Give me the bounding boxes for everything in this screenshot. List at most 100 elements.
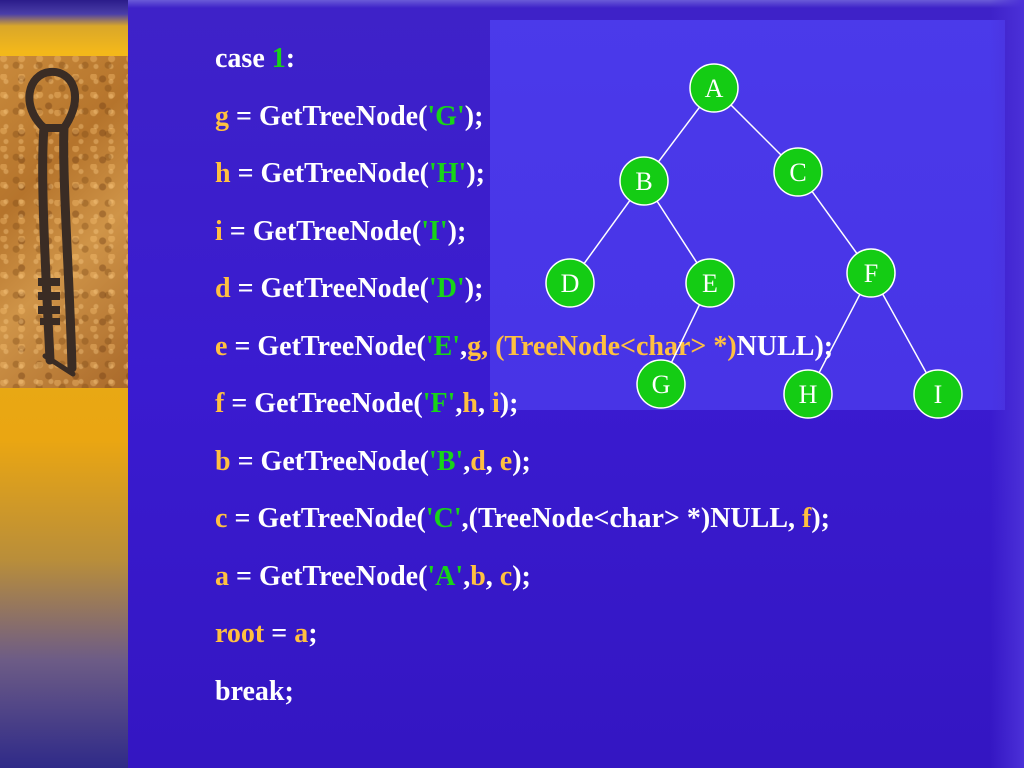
function-call: = GetTreeNode( [222,215,422,247]
function-call: = GetTreeNode( [227,503,426,534]
tree-node-e [685,258,735,308]
tree-edge-b-d [583,199,631,265]
punctuation: : [285,43,296,74]
tree-node-i [913,369,963,419]
punctuation: , [460,330,468,362]
char-literal: 'C' [425,503,462,534]
tree-node-label: I [934,380,943,409]
argument: b [470,560,486,592]
code-line-b: b = GetTreeNode('B',d, e); [215,433,833,491]
char-literal: 'G' [427,100,465,132]
tree-node-a [689,63,739,113]
char-literal: 'A' [427,560,464,592]
char-literal: 'I' [421,215,448,247]
punctuation: ); [464,100,484,132]
tree-edge-f-i [881,293,928,374]
code-line-a: a = GetTreeNode('A',b, c); [215,548,833,606]
punctuation: , [485,560,500,592]
code-line-root: root = a; [215,605,833,663]
variable-name: c [215,503,228,534]
variable-name: f [215,388,225,419]
slide-top-edge [128,0,1024,8]
variable-name: b [215,445,231,477]
char-literal: 'D' [428,273,465,304]
code-line-i: i = GetTreeNode('I'); [215,203,833,261]
tree-edge-e-g [670,304,701,363]
punctuation: , [463,445,471,477]
punctuation: ); [466,158,485,189]
tree-node-d [545,258,595,308]
code-block: case 1: g = GetTreeNode('G'); h = GetTre… [215,30,833,720]
tree-node-label: F [864,259,878,288]
punctuation: ); [811,503,830,534]
punctuation: , [485,445,500,477]
punctuation: ); [447,215,467,247]
tree-node-c [773,147,823,197]
function-call: = GetTreeNode( [230,273,429,304]
argument: g [467,330,482,362]
type-cast: ,(TreeNode<char> *)NULL, [461,503,802,534]
tree-node-label: E [702,269,718,298]
variable-name: g [215,100,229,132]
key-photo [0,56,128,388]
tree-background-panel [490,20,1005,410]
argument: a [294,618,309,649]
argument: d [470,445,486,477]
tree-edge-c-f [811,191,858,254]
code-line-break: break; [215,663,833,721]
punctuation: , [455,388,463,419]
tree-node-label: A [705,74,724,103]
variable-name: e [215,330,228,362]
punctuation: , [477,388,492,419]
char-literal: 'F' [422,388,456,419]
variable-name: root [215,618,265,649]
punctuation: ); [464,273,484,304]
key-icon [25,67,79,377]
char-literal: 'E' [425,330,461,362]
char-literal: 'H' [428,158,467,189]
variable-name: i [215,215,223,247]
tree-node-label: D [561,269,580,298]
code-line-e: e = GetTreeNode('E',g, (TreeNode<char> *… [215,318,833,376]
tree-edge-a-c [730,104,782,156]
assignment: = [264,618,295,649]
code-line-c: c = GetTreeNode('C',(TreeNode<char> *)NU… [215,490,833,548]
null-argument: NULL); [736,330,834,362]
slide-right-edge [990,0,1024,768]
argument: i [491,388,500,419]
punctuation: ); [512,560,531,592]
tree-node-label: C [789,158,806,187]
tree-edge-b-e [656,200,698,264]
argument: e [499,445,513,477]
argument: c [499,560,513,592]
punctuation: , [481,330,496,362]
punctuation: ); [499,388,519,419]
char-literal: 'B' [428,445,464,477]
argument: f [802,503,812,534]
code-line-g: g = GetTreeNode('G'); [215,88,833,146]
function-call: = GetTreeNode( [224,388,423,419]
tree-node-label: H [799,380,818,409]
punctuation: ); [512,445,531,477]
case-number: 1 [271,43,286,74]
tree-node-f [846,248,896,298]
type-cast: (TreeNode<char> *) [495,330,737,362]
code-line-d: d = GetTreeNode('D'); [215,260,833,318]
tree-node-b [619,156,669,206]
tree-node-g [636,359,686,409]
tree-node-label: B [635,167,652,196]
code-line-case: case 1: [215,30,833,88]
code-line-f: f = GetTreeNode('F',h, i); [215,375,833,433]
function-call: = GetTreeNode( [230,158,429,189]
tree-edge-f-h [818,293,861,374]
tree-edge-a-b [657,106,701,163]
variable-name: h [215,158,231,189]
punctuation: , [463,560,471,592]
break-keyword: break; [215,675,294,707]
function-call: = GetTreeNode( [229,100,428,132]
code-line-h: h = GetTreeNode('H'); [215,145,833,203]
punctuation: ; [308,618,318,649]
tree-node-label: G [652,370,671,399]
function-call: = GetTreeNode( [227,330,426,362]
